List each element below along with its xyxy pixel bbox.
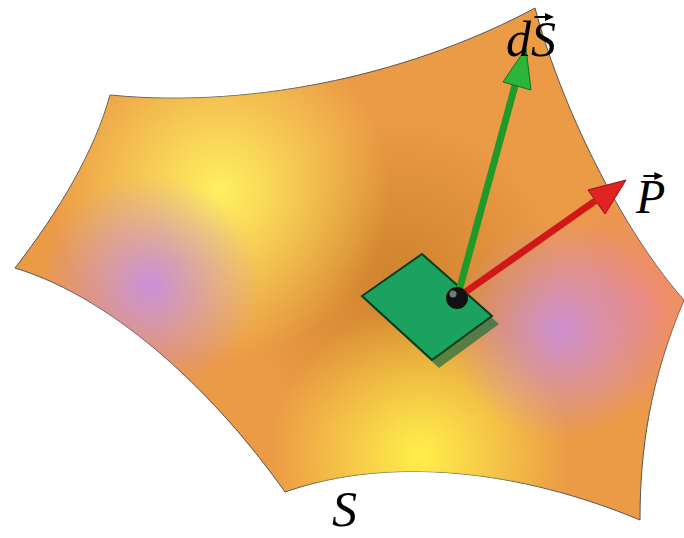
surface-label: S xyxy=(332,484,357,534)
vector-label: dS xyxy=(506,14,556,64)
surface-element xyxy=(362,254,492,360)
surface xyxy=(15,8,684,520)
point-highlight xyxy=(450,291,457,298)
normal-vector xyxy=(457,48,531,298)
p-vector xyxy=(457,180,626,298)
point xyxy=(446,287,468,309)
vector-label: P xyxy=(636,173,665,221)
